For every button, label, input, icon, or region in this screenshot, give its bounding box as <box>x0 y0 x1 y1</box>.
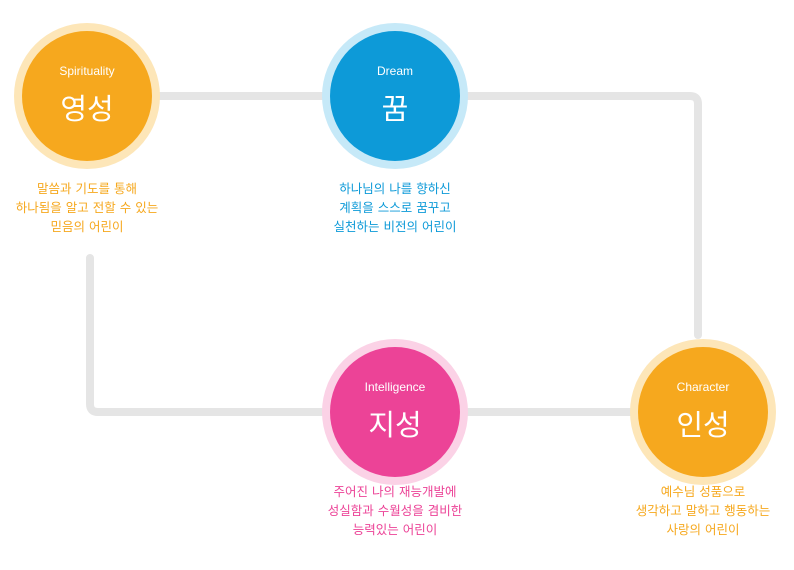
description-line: 능력있는 어린이 <box>352 522 438 537</box>
description-line: 예수님 성품으로 <box>660 484 746 499</box>
node-english-label: Spirituality <box>59 64 115 78</box>
description-intelligence: 주어진 나의 재능개발에 성실함과 수월성을 겸비한 능력있는 어린이 <box>295 482 495 539</box>
description-line: 주어진 나의 재능개발에 <box>333 484 457 499</box>
node-dream: Dream 꿈 <box>322 23 468 169</box>
description-spirituality: 말씀과 기도를 통해 하나됨을 알고 전할 수 있는 믿음의 어린이 <box>0 179 187 236</box>
description-dream: 하나님의 나를 향하신 계획을 스스로 꿈꾸고 실천하는 비전의 어린이 <box>295 179 495 236</box>
description-line: 믿음의 어린이 <box>50 219 124 234</box>
node-circle: Character 인성 <box>638 347 768 477</box>
description-line: 하나님의 나를 향하신 <box>339 181 451 196</box>
description-character: 예수님 성품으로 생각하고 말하고 행동하는 사랑의 어린이 <box>603 482 794 539</box>
node-spirituality: Spirituality 영성 <box>14 23 160 169</box>
node-english-label: Dream <box>376 64 413 78</box>
description-line: 하나됨을 알고 전할 수 있는 <box>15 200 159 215</box>
node-korean-label: 영성 <box>60 92 114 126</box>
description-line: 생각하고 말하고 행동하는 <box>635 503 771 518</box>
connector-dream-character <box>456 92 702 339</box>
description-line: 실천하는 비전의 어린이 <box>333 219 457 234</box>
node-korean-label: 꿈 <box>381 92 409 126</box>
node-korean-label: 인성 <box>676 408 730 442</box>
connector-intelligence-spirituality <box>86 254 334 416</box>
node-intelligence: Intelligence 지성 <box>322 339 468 485</box>
node-character: Character 인성 <box>630 339 776 485</box>
node-english-label: Intelligence <box>364 380 426 394</box>
description-line: 사랑의 어린이 <box>666 522 740 537</box>
node-korean-label: 지성 <box>368 408 422 442</box>
description-line: 계획을 스스로 꿈꾸고 <box>339 200 451 215</box>
node-circle: Dream 꿈 <box>330 31 460 161</box>
description-line: 말씀과 기도를 통해 <box>37 181 137 196</box>
description-line: 성실함과 수월성을 겸비한 <box>327 503 463 518</box>
node-circle: Spirituality 영성 <box>22 31 152 161</box>
node-circle: Intelligence 지성 <box>330 347 460 477</box>
node-english-label: Character <box>676 380 730 394</box>
